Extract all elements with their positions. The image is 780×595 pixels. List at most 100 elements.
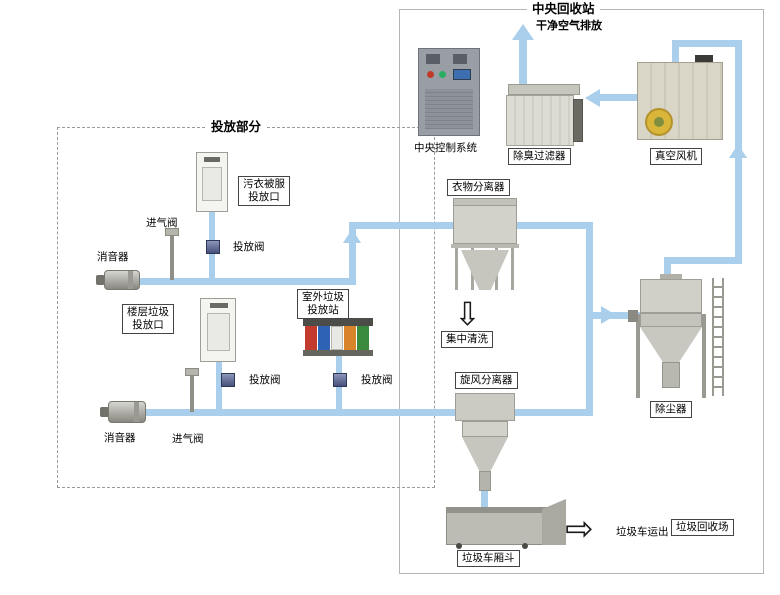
separator-leg bbox=[455, 248, 458, 290]
panel-green-button bbox=[439, 71, 446, 78]
panel-red-button bbox=[427, 71, 434, 78]
truck-hopper-label: 垃圾车厢斗 bbox=[457, 550, 520, 567]
pipe-from-clothes-separator bbox=[516, 222, 593, 229]
valve-cap bbox=[165, 228, 179, 236]
muffler-label-2: 消音器 bbox=[104, 432, 136, 444]
muffler-body bbox=[108, 401, 146, 423]
discharge-valve-label-3: 投放阀 bbox=[361, 374, 393, 386]
discharge-valve-3 bbox=[333, 373, 347, 387]
truck-hopper-unit bbox=[444, 497, 568, 551]
cabinet-door bbox=[207, 313, 230, 351]
dust-collector-unit bbox=[628, 274, 726, 400]
clothes-separator-unit bbox=[449, 198, 523, 310]
filter-lid bbox=[508, 84, 580, 95]
panel-screen bbox=[453, 69, 471, 80]
pipe-floor-chute-drop bbox=[216, 358, 222, 412]
intake-valve-1 bbox=[164, 228, 180, 280]
wash-down-arrow-icon: ⇩ bbox=[454, 295, 481, 333]
central-station-title: 中央回收站 bbox=[527, 1, 600, 16]
fan-blower-center bbox=[654, 117, 664, 127]
separator-lid bbox=[453, 198, 517, 206]
discharge-valve-2 bbox=[221, 373, 235, 387]
pipe-dust-top-run bbox=[664, 257, 742, 264]
filter-body bbox=[506, 95, 574, 146]
panel-louvers bbox=[425, 89, 473, 129]
hopper-roller bbox=[456, 543, 462, 549]
floor-disposal-cabinet bbox=[200, 298, 236, 362]
muffler-band bbox=[128, 271, 133, 289]
pipe-merge-vertical bbox=[586, 222, 593, 416]
recycle-site-label: 垃圾回收场 bbox=[671, 519, 734, 536]
pipe-linen-main bbox=[114, 278, 356, 285]
pipe-linen-riser bbox=[349, 226, 356, 285]
dust-top-box bbox=[640, 279, 702, 313]
cyclone-separator-label: 旋风分离器 bbox=[455, 372, 518, 389]
truck-out-label: 垃圾车运出 bbox=[616, 526, 669, 538]
central-control-label: 中央控制系统 bbox=[414, 142, 477, 154]
hopper-body bbox=[446, 507, 548, 545]
pipe-exhaust bbox=[519, 40, 527, 86]
hopper-rim bbox=[446, 507, 548, 513]
muffler-label-1: 消音器 bbox=[97, 251, 129, 263]
cabinet-slot bbox=[204, 157, 220, 162]
muffler-1 bbox=[96, 270, 140, 290]
pipe-fan-top-riser bbox=[672, 40, 679, 64]
vacuum-fan-label: 真空风机 bbox=[650, 148, 702, 165]
central-control-panel bbox=[418, 48, 480, 136]
intake-valve-label-2: 进气阀 bbox=[172, 433, 204, 445]
muffler-2 bbox=[100, 401, 146, 423]
intake-valve-2 bbox=[184, 368, 200, 412]
pipe-to-clothes-separator bbox=[349, 222, 459, 229]
discharge-valve-label-1: 投放阀 bbox=[233, 241, 265, 253]
dust-inlet-stub bbox=[628, 310, 638, 322]
station-roof bbox=[303, 318, 373, 326]
station-bin-white bbox=[331, 326, 343, 350]
pipe-to-dust-collector bbox=[593, 312, 641, 319]
muffler-body bbox=[104, 270, 140, 290]
riser-up-arrow-icon bbox=[343, 229, 361, 243]
vacuum-fan-unit bbox=[637, 55, 723, 140]
cyclone-barrel bbox=[462, 421, 508, 437]
cyclone-outlet-tube bbox=[479, 471, 491, 491]
separator-hopper bbox=[461, 250, 509, 290]
pipe-dust-top-stub bbox=[664, 257, 671, 279]
intake-valve-label-1: 进气阀 bbox=[146, 217, 178, 229]
clean-air-label: 干净空气排放 bbox=[536, 19, 602, 32]
fan-to-filter-arrow-icon bbox=[585, 89, 600, 107]
dust-outlet bbox=[662, 362, 680, 388]
dust-cap bbox=[660, 274, 682, 280]
clean-air-arrow-icon bbox=[512, 24, 534, 40]
station-base bbox=[303, 350, 373, 356]
cyclone-inlet-box bbox=[455, 393, 515, 421]
dust-leg bbox=[702, 314, 706, 398]
muffler-nozzle bbox=[100, 407, 109, 417]
dust-band bbox=[640, 313, 702, 327]
station-bin-blue bbox=[318, 326, 330, 350]
filter-vent bbox=[573, 99, 583, 142]
pipe-garbage-main bbox=[118, 409, 593, 416]
discharge-valve-1 bbox=[206, 240, 220, 254]
dust-leg bbox=[636, 314, 640, 398]
station-bin-red bbox=[305, 326, 317, 350]
panel-vent-icon bbox=[426, 54, 440, 64]
right-pipe-up-arrow-icon bbox=[729, 144, 747, 158]
dust-cone bbox=[640, 327, 702, 365]
pipe-fan-to-filter bbox=[598, 94, 638, 101]
cyclone-separator-unit bbox=[455, 391, 515, 493]
pipe-top-right-run bbox=[672, 40, 742, 47]
deodor-filter-unit bbox=[506, 84, 584, 146]
discharge-valve-label-2: 投放阀 bbox=[249, 374, 281, 386]
dust-collector-label: 除尘器 bbox=[650, 401, 692, 418]
station-bin-green bbox=[357, 326, 369, 350]
valve-cap bbox=[185, 368, 199, 376]
separator-crossbar bbox=[451, 244, 519, 248]
cabinet-slot bbox=[210, 303, 228, 308]
fan-top-block bbox=[695, 55, 713, 63]
linen-port-label: 污衣被服 投放口 bbox=[238, 176, 290, 206]
cyclone-cone bbox=[462, 437, 508, 473]
valve-stem bbox=[170, 232, 174, 280]
muffler-nozzle bbox=[96, 275, 105, 285]
muffler-band bbox=[134, 402, 139, 422]
truck-out-arrow-icon: ⇨ bbox=[565, 509, 594, 549]
